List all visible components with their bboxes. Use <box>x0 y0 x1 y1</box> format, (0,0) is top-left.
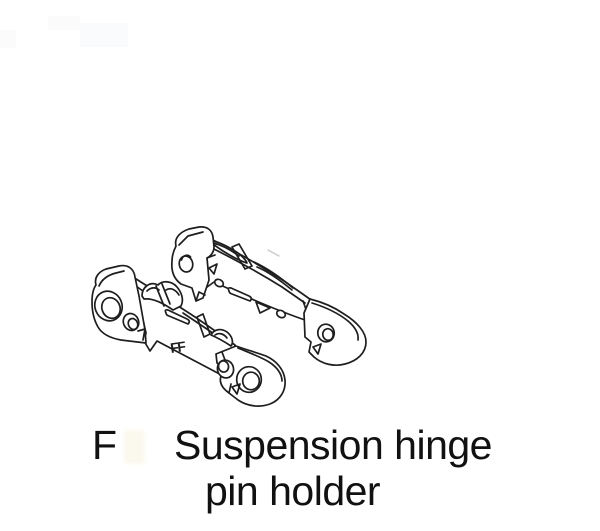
rear-holder-drawing <box>170 226 367 367</box>
part-marking-ff: FF <box>169 338 187 356</box>
scan-smudge <box>124 430 145 464</box>
scan-scratch <box>267 249 280 257</box>
caption-line2: pin holder <box>205 468 381 514</box>
front-holder-drawing: FF <box>91 264 286 407</box>
scan-artifact <box>48 16 80 30</box>
caption-index-letter: F <box>92 422 117 468</box>
scan-artifact <box>0 30 16 48</box>
caption-line1: Suspension hinge <box>174 422 492 468</box>
scan-artifact <box>80 23 128 47</box>
